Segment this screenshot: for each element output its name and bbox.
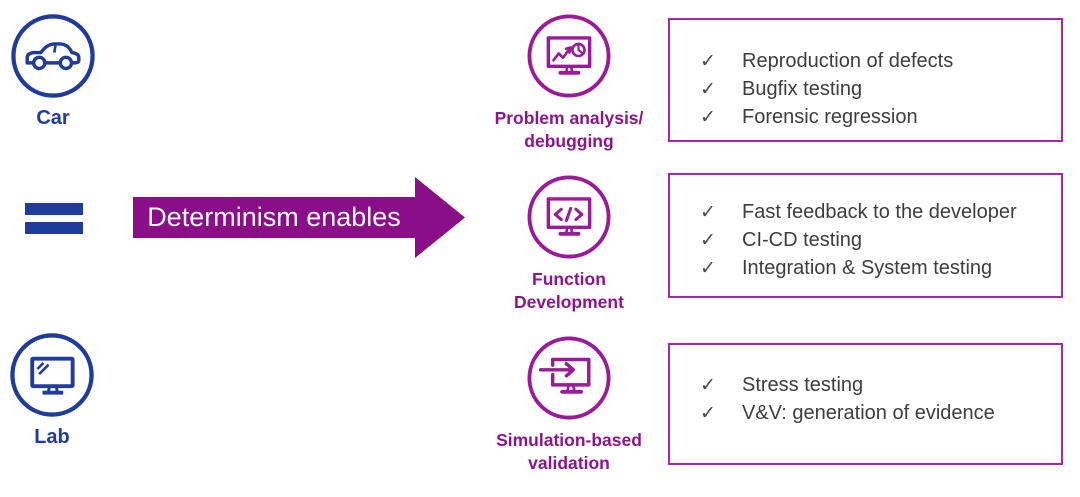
- list-item: ✓ CI-CD testing: [670, 226, 1061, 254]
- right-arrow-shape: [133, 177, 465, 258]
- list-item: ✓ Fast feedback to the developer: [670, 198, 1061, 226]
- list-item-text: Forensic regression: [742, 106, 918, 128]
- equals-bar-bottom: [25, 222, 83, 234]
- stage-label-line1: Simulation-based: [496, 430, 642, 450]
- stage-label-line1: Function: [532, 269, 606, 289]
- stage-label-line2: debugging: [524, 131, 614, 151]
- list-item-text: Fast feedback to the developer: [742, 201, 1017, 223]
- car-icon: [11, 14, 95, 98]
- stage-label-line2: validation: [528, 453, 610, 473]
- list-item-text: Bugfix testing: [742, 78, 863, 100]
- check-icon: ✓: [700, 79, 716, 100]
- list-item-text: Stress testing: [742, 374, 864, 396]
- list-item: ✓ Reproduction of defects: [670, 47, 1061, 75]
- list-item: ✓ Integration & System testing: [670, 254, 1061, 282]
- code-monitor-icon: [527, 175, 611, 259]
- stage-function-development-label: Function Development: [514, 268, 624, 314]
- stage-problem-analysis: Problem analysis/ debugging: [484, 13, 654, 153]
- check-icon: ✓: [700, 375, 716, 396]
- lab-monitor-icon: [10, 333, 94, 417]
- list-item-text: V&V: generation of evidence: [742, 402, 995, 424]
- benefits-box-problem-analysis: ✓ Reproduction of defects ✓ Bugfix testi…: [668, 18, 1063, 142]
- list-item-text: CI-CD testing: [742, 229, 863, 251]
- stage-simulation-validation-label: Simulation-based validation: [496, 429, 642, 475]
- car-group: Car: [10, 13, 96, 130]
- list-item-text: Reproduction of defects: [742, 50, 954, 72]
- check-icon: ✓: [700, 403, 716, 424]
- analytics-monitor-icon: [527, 14, 611, 98]
- check-icon: ✓: [700, 107, 716, 128]
- lab-label: Lab: [34, 426, 70, 448]
- check-icon: ✓: [700, 202, 716, 223]
- car-label: Car: [36, 107, 70, 129]
- check-icon: ✓: [700, 51, 716, 72]
- equals-icon: [25, 203, 83, 234]
- determinism-arrow: Determinism enables: [133, 177, 465, 258]
- list-item: ✓ Stress testing: [670, 371, 1061, 399]
- list-item-text: Integration & System testing: [742, 257, 993, 279]
- stage-function-development: Function Development: [484, 174, 654, 314]
- stage-simulation-validation: Simulation-based validation: [484, 335, 654, 475]
- simulation-monitor-icon: [527, 336, 611, 420]
- benefits-box-simulation-validation: ✓ Stress testing ✓ V&V: generation of ev…: [668, 343, 1063, 465]
- stage-problem-analysis-label: Problem analysis/ debugging: [495, 107, 644, 153]
- equals-bar-top: [25, 203, 83, 215]
- stage-label-line2: Development: [514, 292, 624, 312]
- list-item: ✓ Forensic regression: [670, 103, 1061, 131]
- list-item: ✓ V&V: generation of evidence: [670, 399, 1061, 427]
- list-item: ✓ Bugfix testing: [670, 75, 1061, 103]
- stage-label-line1: Problem analysis/: [494, 108, 644, 128]
- check-icon: ✓: [700, 258, 716, 279]
- lab-group: Lab: [9, 332, 95, 449]
- check-icon: ✓: [700, 230, 716, 251]
- benefits-box-function-development: ✓ Fast feedback to the developer ✓ CI-CD…: [668, 173, 1063, 298]
- arrow-label: Determinism enables: [147, 202, 401, 232]
